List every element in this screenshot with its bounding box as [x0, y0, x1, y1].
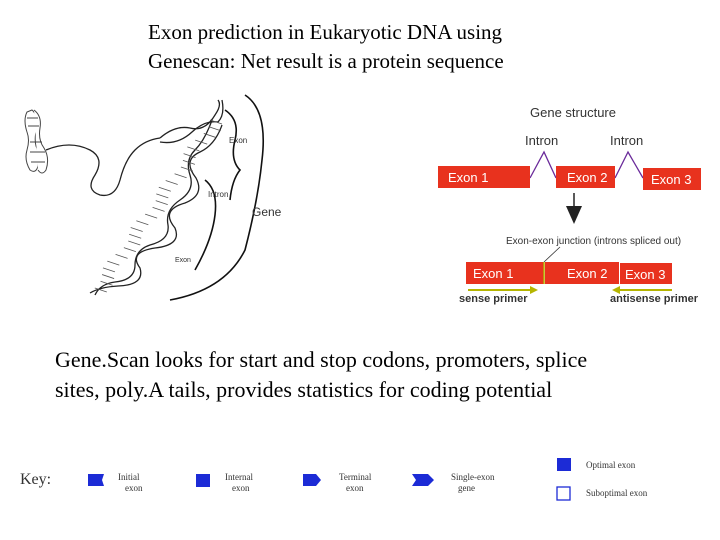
dna-rung: [102, 267, 116, 273]
intron-2-line: [614, 150, 644, 179]
spliced-exon-2-box: Exon 2: [545, 262, 619, 284]
dna-rung: [115, 254, 128, 259]
dna-gene-label: Gene: [252, 205, 282, 219]
svg-text:Exon 1: Exon 1: [448, 170, 488, 185]
spliced-exon-3-box: Exon 3: [620, 263, 672, 284]
exon-2-box: Exon 2: [556, 166, 615, 188]
svg-text:Exon 2: Exon 2: [567, 170, 607, 185]
dna-rungs: [94, 119, 223, 293]
dna-strand: [45, 99, 224, 296]
chromosome-icon: [24, 109, 49, 174]
dna-rung: [152, 206, 165, 212]
dna-rung: [158, 186, 171, 192]
dna-rung: [156, 193, 169, 199]
body-line-1: Gene.Scan looks for start and stop codon…: [55, 347, 588, 372]
intron-label-left: Intron: [525, 133, 558, 148]
spliced-exon-1-box: Exon 1: [466, 262, 544, 284]
dna-rung: [187, 146, 200, 152]
internal-exon-label-2: exon: [232, 483, 250, 493]
single-exon-label-1: Single-exon: [451, 472, 495, 482]
svg-text:Exon 3: Exon 3: [625, 267, 665, 282]
gene-structure-heading: Gene structure: [530, 105, 616, 120]
optimal-exon-swatch: [557, 458, 571, 471]
body-text: Gene.Scan looks for start and stop codon…: [55, 345, 695, 405]
dna-rung: [129, 233, 142, 239]
dna-exon-label: Exon: [229, 136, 247, 145]
svg-text:Exon 3: Exon 3: [651, 172, 691, 187]
terminal-exon-icon: [303, 474, 321, 486]
splice-arrow-icon: [566, 193, 582, 224]
junction-pointer: [543, 246, 561, 263]
antisense-primer-label: antisense primer: [610, 293, 699, 305]
dna-rung: [128, 240, 141, 246]
gene-brackets: [169, 94, 265, 301]
body-line-2: sites, poly.A tails, provides statistics…: [55, 377, 553, 402]
dna-rung: [203, 133, 216, 138]
dna-rung: [145, 213, 158, 219]
dna-rung: [195, 139, 208, 145]
dna-rung: [182, 159, 196, 165]
sense-primer-marker: [468, 286, 538, 294]
dna-rung: [180, 166, 194, 172]
dna-rung: [183, 153, 196, 158]
suboptimal-exon-swatch: [556, 486, 571, 501]
initial-exon-label-1: Initial: [118, 472, 140, 482]
internal-exon-icon: [196, 474, 210, 487]
dna-rung: [136, 220, 149, 226]
terminal-exon-label-2: exon: [346, 483, 364, 493]
dna-exon-label-2: Exon: [175, 257, 191, 264]
svg-text:Exon 2: Exon 2: [567, 266, 607, 281]
exon-3-box: Exon 3: [643, 168, 701, 190]
suboptimal-exon-label: Suboptimal exon: [586, 488, 648, 498]
dna-rung: [174, 173, 187, 179]
antisense-primer-marker: [612, 286, 672, 294]
dna-rung: [101, 274, 115, 279]
dna-intron-label: Intron: [208, 190, 228, 199]
initial-exon-icon: [88, 474, 104, 486]
sense-primer-label: sense primer: [459, 293, 528, 305]
dna-rung: [155, 200, 168, 206]
dna-rung: [208, 126, 221, 132]
optimal-exon-label: Optimal exon: [586, 460, 636, 470]
title-line-2: Genescan: Net result is a protein sequen…: [148, 49, 504, 73]
initial-exon-label-2: exon: [125, 483, 143, 493]
junction-label: Exon-exon junction (introns spliced out): [506, 236, 681, 247]
exon-1-box: Exon 1: [438, 166, 530, 188]
dna-rung: [165, 180, 178, 185]
dna-rung: [100, 280, 113, 286]
intron-label-right: Intron: [610, 133, 643, 148]
dna-rung: [209, 119, 223, 125]
dna-rung: [94, 287, 107, 293]
terminal-exon-label-1: Terminal: [339, 472, 372, 482]
intron-1-line: [529, 150, 557, 179]
title-line-1: Exon prediction in Eukaryotic DNA using: [148, 20, 503, 44]
single-exon-label-2: gene: [458, 483, 475, 493]
slide-title: Exon prediction in Eukaryotic DNA using …: [148, 18, 588, 76]
dna-rung: [107, 260, 120, 266]
dna-rung: [130, 227, 143, 232]
svg-text:Exon 1: Exon 1: [473, 266, 513, 281]
internal-exon-label-1: Internal: [225, 472, 253, 482]
key-label: Key:: [20, 471, 51, 488]
single-exon-gene-icon: [412, 474, 434, 486]
dna-rung: [123, 247, 136, 253]
